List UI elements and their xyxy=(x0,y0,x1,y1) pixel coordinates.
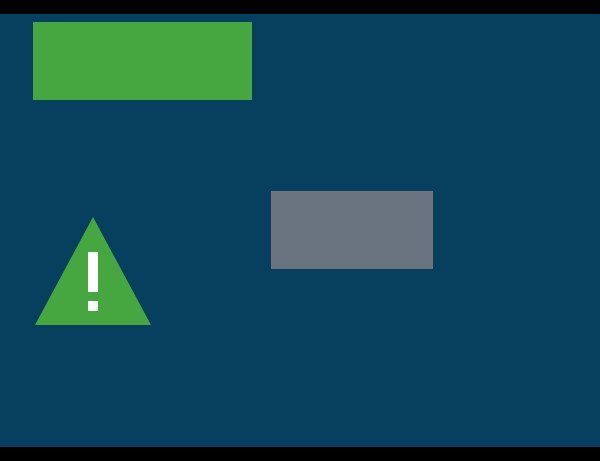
letterbox-top-bar xyxy=(0,0,600,14)
green-rectangle-shape xyxy=(33,22,252,100)
exclamation-dot xyxy=(88,301,98,311)
warning-icon xyxy=(35,217,151,325)
slide-frame xyxy=(0,14,600,447)
exclamation-bar xyxy=(88,252,98,292)
gray-rectangle-shape xyxy=(271,191,433,269)
letterbox-bottom-bar xyxy=(0,447,600,461)
